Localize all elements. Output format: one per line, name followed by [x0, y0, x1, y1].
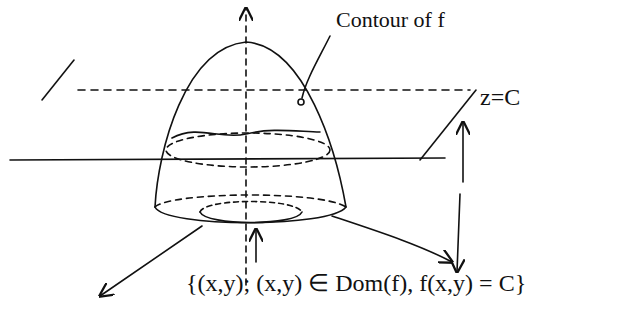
base-front [155, 207, 346, 223]
set-leader-up [255, 229, 257, 262]
plane-left-edge [42, 60, 74, 100]
projection-front [200, 212, 302, 223]
projection-back [200, 202, 302, 213]
base-back [155, 195, 346, 207]
contour-label: Contour of f [336, 8, 445, 32]
level-arrow-up [462, 122, 464, 182]
contour-point [298, 99, 304, 105]
plane-back-edge [78, 89, 470, 91]
set-label: {(x,y); (x,y) ∈ Dom(f), f(x,y) = C} [186, 270, 526, 296]
level-arrow-down [457, 194, 460, 272]
dome-outline [155, 42, 346, 207]
contour-level-curve [166, 133, 330, 167]
set-leader-right [332, 216, 452, 262]
plane-front-edge [10, 158, 445, 160]
contour-leader [302, 36, 330, 98]
plane-label: z=C [480, 84, 520, 110]
plane-right-edge [420, 90, 476, 160]
z-axis [245, 8, 247, 285]
contour-wavy-curve [172, 130, 320, 138]
